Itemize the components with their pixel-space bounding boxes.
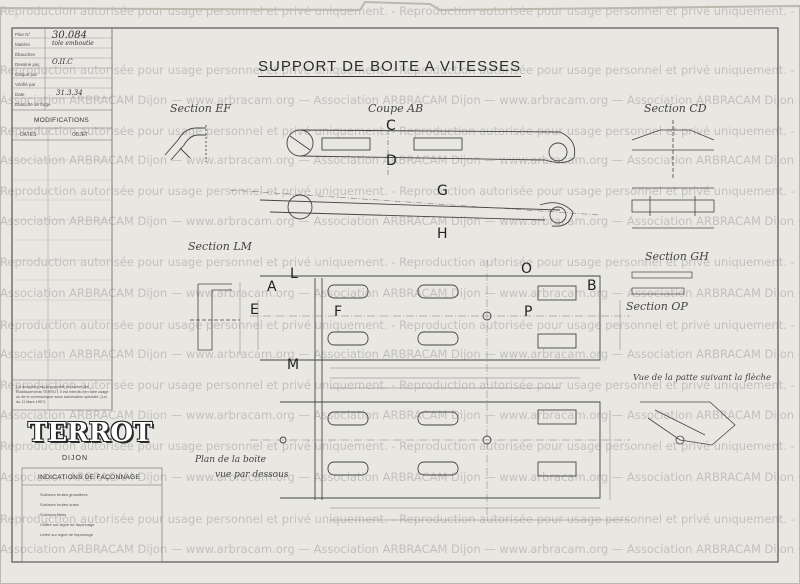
tb-label-date: Date [15,92,25,97]
tb-value-dessine: O.II.C [52,58,73,66]
watermark-line: Reproduction autorisée pour usage person… [0,184,800,198]
tb-label-plan: Plan N° [15,32,31,37]
terrot-logo: TERROT [28,418,153,448]
label-section-ef: Section EF [170,102,232,115]
letter-l: L [290,266,298,282]
label-plan-note-2: vue par dessous [215,470,289,480]
letter-o: O [521,261,533,277]
label-coupe-ab: Coupe AB [368,102,424,115]
drawing-title: SUPPORT DE BOITE A VITESSES [258,58,522,77]
label-section-cd: Section CD [644,102,707,115]
tb-label-calque: Calqué par [15,72,38,77]
indications-heading: INDICATIONS DE FAÇONNAGE [38,474,141,481]
tb-label-ebauches: Ébauches [15,52,36,57]
label-view-note: Vue de la patte suivant la flèche [633,373,772,383]
letter-a: A [267,279,277,295]
tb-label-dessine: Dessiné par [15,62,40,67]
letter-m: M [287,357,300,373]
watermark-line: Reproduction autorisée pour usage person… [0,63,800,77]
indication-line: Lettre sur signe de façonnage [40,532,93,537]
tb-label-forge: Ébauche de forge [15,102,51,107]
letter-e: E [250,302,259,318]
indication-line: Surfaces brutes grossières [40,492,88,497]
company-city: DIJON [62,455,88,462]
watermark-line: Reproduction autorisée pour usage person… [0,255,800,269]
tb-label-verifie: Vérifié par [15,82,36,87]
modifications-heading: MODIFICATIONS [34,117,90,124]
watermark-line: Association ARBRACAM Dijon — www.arbraca… [0,214,800,228]
tb-label-matiere: Matière [15,42,31,47]
letter-d: D [386,153,397,169]
letter-f: F [334,304,343,320]
indication-line: Surfaces brutes unies [40,502,79,507]
label-section-lm: Section LM [188,240,252,253]
watermark-line: Association ARBRACAM Dijon — www.arbraca… [0,93,800,107]
dates-column-label: DATES [20,132,37,138]
letter-g: G [437,183,448,199]
tb-value-date: 31.3.34 [56,89,83,97]
watermark-line: Association ARBRACAM Dijon — www.arbraca… [0,153,800,167]
label-plan-note: Plan de la boite [195,455,267,465]
watermark-line: Reproduction autorisée pour usage person… [0,378,800,392]
letter-p: P [524,304,533,320]
tb-value-matiere: tole emboutie [52,40,94,47]
letter-c: C [386,118,396,134]
indication-line: Surfaces finies [40,512,67,517]
watermark-line: Reproduction autorisée pour usage person… [0,512,800,526]
watermark-line: Association ARBRACAM Dijon — www.arbraca… [0,542,800,556]
plan-number: 30.084 [52,30,87,41]
property-note: Ce document est la propriété exclusive d… [16,385,109,404]
indication-line: Chiffre sur signe de façonnage [40,522,95,527]
objet-column-label: OBJET [72,132,89,138]
letter-h: H [437,226,448,242]
label-section-op: Section OP [626,300,688,313]
letter-b: B [587,278,597,294]
label-section-gh: Section GH [645,250,709,263]
